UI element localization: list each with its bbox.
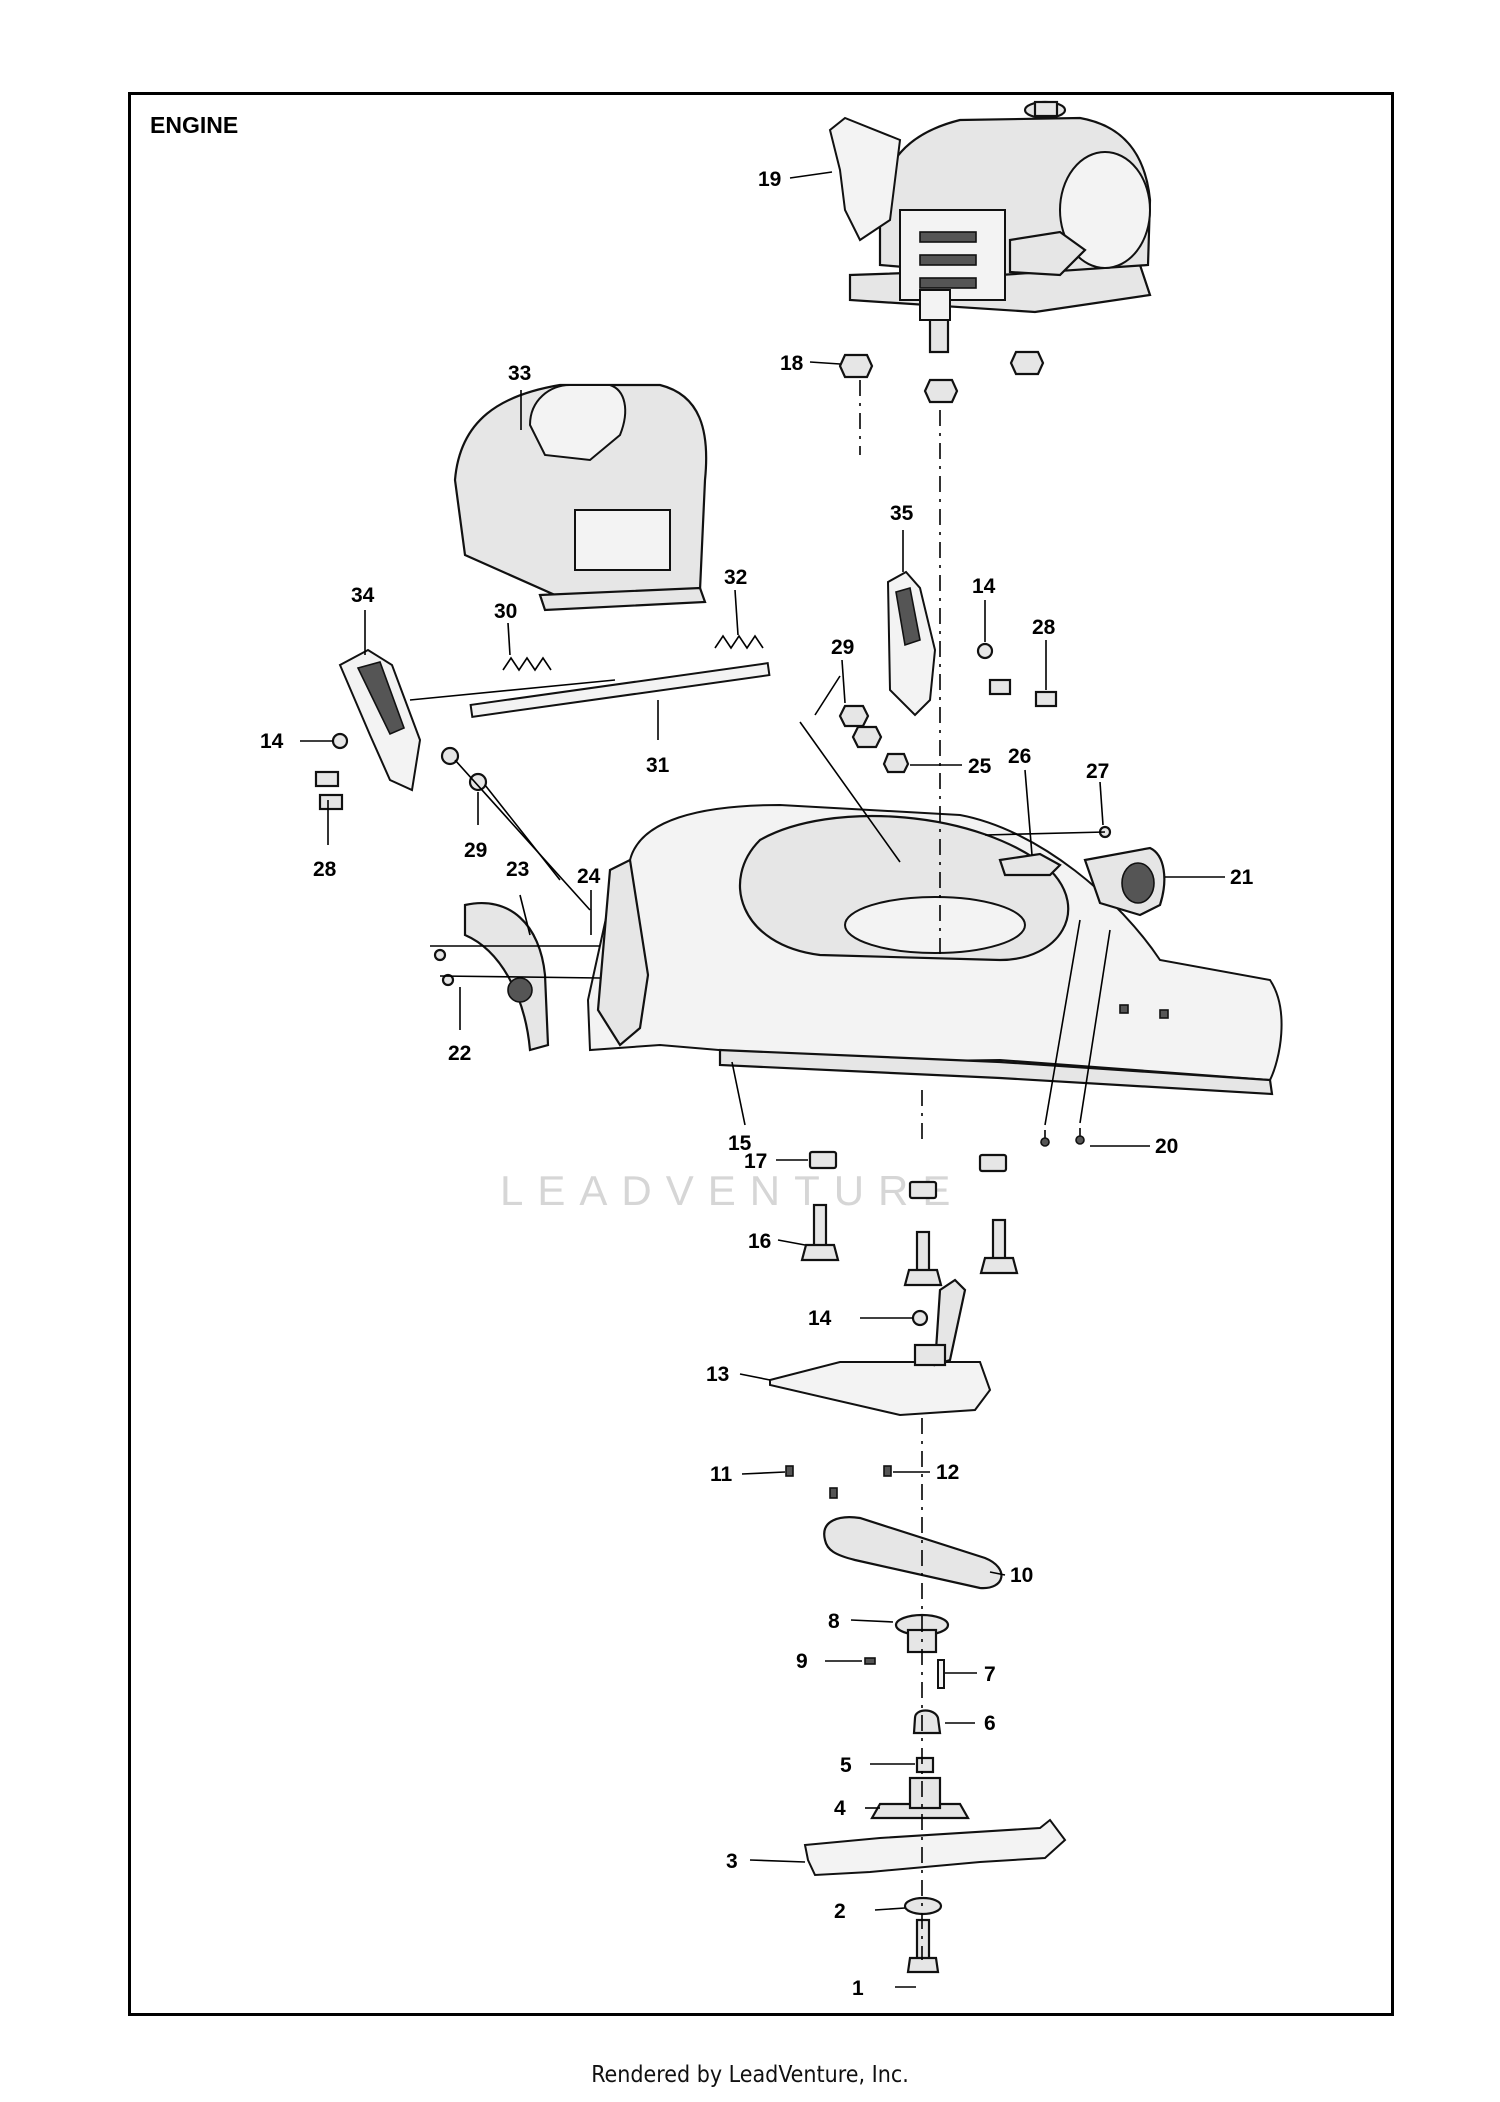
blade — [803, 1818, 1067, 1877]
callout-6: 6 — [984, 1712, 996, 1735]
callout-29-right: 29 — [831, 636, 854, 659]
small-hardware — [314, 642, 1112, 839]
mower-deck — [586, 803, 1283, 1096]
callout-26: 26 — [1008, 745, 1031, 768]
callout-29-left: 29 — [464, 839, 487, 862]
watermark-text: LEADVENTURE — [500, 1167, 964, 1214]
callout-11: 11 — [710, 1463, 733, 1486]
callout-33: 33 — [508, 362, 531, 385]
footer-credit: Rendered by LeadVenture, Inc. — [591, 2062, 909, 2088]
rod — [469, 662, 771, 718]
callout-7: 7 — [984, 1663, 996, 1686]
springs — [502, 634, 764, 672]
blade-washer — [903, 1896, 943, 1916]
bolts — [800, 1203, 1019, 1287]
callout-17: 17 — [744, 1150, 767, 1173]
guide-line-8 — [1079, 929, 1111, 1124]
callout-15: 15 — [728, 1132, 752, 1155]
callout-20: 20 — [1155, 1135, 1178, 1158]
callout-34: 34 — [351, 584, 375, 607]
callout-14-left-bracket: 14 — [260, 730, 284, 753]
callout-9: 9 — [796, 1650, 808, 1673]
right-bracket — [886, 570, 937, 717]
cover-screws — [785, 1465, 892, 1499]
callout-21: 21 — [1230, 866, 1254, 889]
callout-14-belt-cover: 14 — [808, 1307, 832, 1330]
guide-line-2 — [814, 675, 841, 716]
callout-12: 12 — [936, 1461, 959, 1484]
callout-32: 32 — [724, 566, 747, 589]
clip-nuts — [808, 1150, 1008, 1200]
height-adjuster — [433, 902, 550, 1052]
guide-line-3 — [799, 721, 901, 863]
callout-31: 31 — [646, 754, 670, 777]
guide-line-7 — [1044, 919, 1081, 1126]
engine-assembly — [828, 100, 1152, 354]
callout-25: 25 — [968, 755, 992, 778]
callout-28-left: 28 — [313, 858, 337, 881]
blade-adapter — [870, 1776, 970, 1820]
deck-screws — [1040, 1128, 1085, 1147]
top-cover — [453, 383, 708, 612]
callout-19: 19 — [758, 168, 781, 191]
left-bracket — [338, 648, 422, 792]
callout-1: 1 — [852, 1977, 864, 2000]
callout-35: 35 — [890, 502, 914, 525]
diagram-frame — [128, 92, 1394, 2016]
flange-nuts — [838, 350, 1045, 404]
callout-28-right: 28 — [1032, 616, 1056, 639]
guide-line-10 — [439, 975, 601, 979]
callout-30: 30 — [494, 600, 517, 623]
latch — [998, 852, 1062, 877]
section-title: ENGINE — [150, 112, 239, 138]
callout-18: 18 — [780, 352, 804, 375]
callout-24: 24 — [577, 865, 601, 888]
callout-16: 16 — [748, 1230, 771, 1253]
callout-8: 8 — [828, 1610, 840, 1633]
guide-line-1 — [409, 679, 616, 701]
callout-4: 4 — [834, 1797, 846, 1820]
callout-10: 10 — [1010, 1564, 1033, 1587]
set-screw — [864, 1657, 876, 1665]
callouts: 1 2 3 4 5 6 7 8 9 10 11 12 13 14 14 14 1… — [260, 168, 1254, 2000]
key — [937, 1659, 945, 1689]
callout-5: 5 — [840, 1754, 852, 1777]
callout-23: 23 — [506, 858, 529, 881]
callout-2: 2 — [834, 1900, 846, 1923]
nut — [912, 1709, 942, 1735]
callout-27: 27 — [1086, 760, 1109, 783]
guide-line-6 — [984, 831, 1106, 836]
callout-3: 3 — [726, 1850, 738, 1873]
guide-line-5 — [484, 784, 561, 881]
exploded-parts-diagram: LEADVENTURE — [260, 100, 1283, 2000]
blade-bolt — [906, 1918, 940, 1974]
belt — [823, 1516, 1003, 1590]
guide-line-4 — [454, 759, 591, 911]
washer — [915, 1756, 935, 1774]
belt-cover — [769, 1278, 992, 1417]
callout-13: 13 — [706, 1363, 729, 1386]
callout-22: 22 — [448, 1042, 471, 1065]
badge — [1083, 846, 1166, 917]
callout-14-right-bracket: 14 — [972, 575, 996, 598]
